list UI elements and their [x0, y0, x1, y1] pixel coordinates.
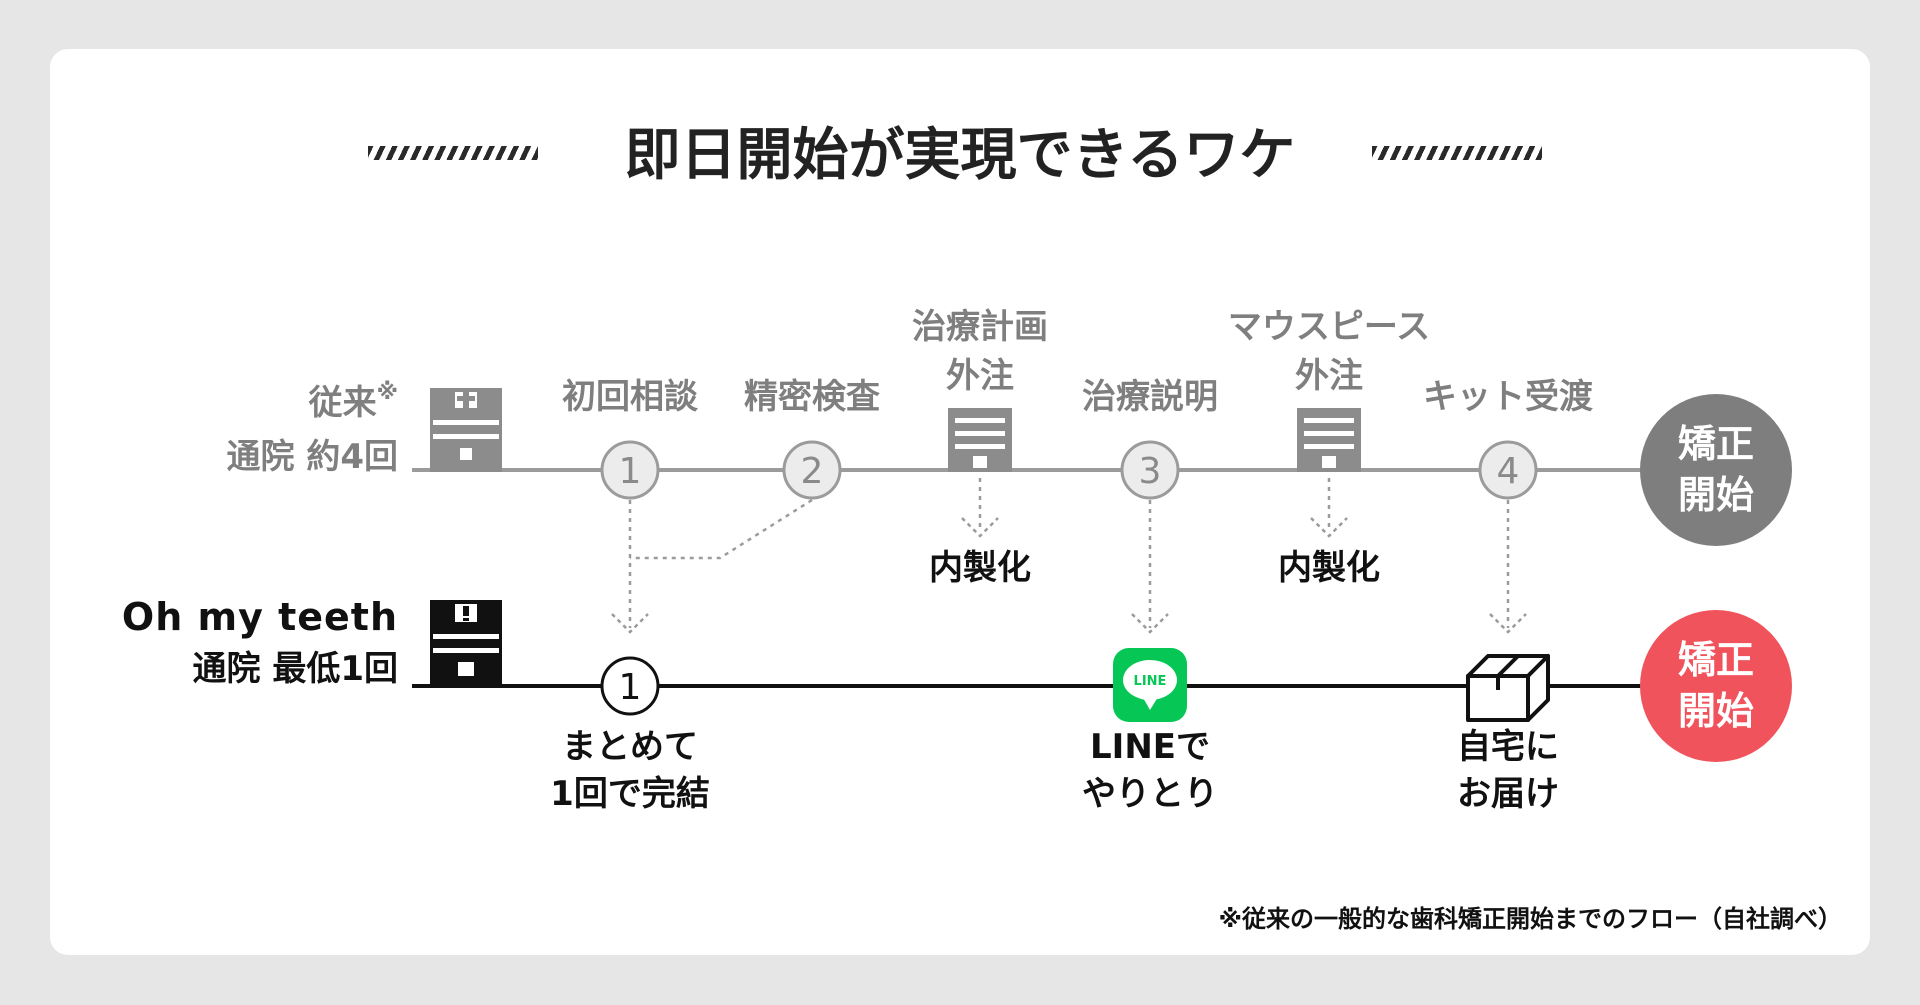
step-circle-4: 4 [1478, 440, 1538, 500]
step-label-detailed-exam: 精密検査 [744, 377, 880, 417]
treatment-start-red-line2: 開始 [1677, 689, 1755, 733]
conventional-label-line2: 通院 約4回 [226, 437, 399, 477]
delivery-box-icon [1466, 654, 1550, 722]
brand-name: Oh my teeth [121, 595, 398, 639]
step-number: 1 [619, 451, 642, 492]
footnote: ※従来の一般的な歯科矯正開始までのフロー（自社調べ） [1218, 905, 1842, 933]
clinic-icon [430, 388, 502, 472]
inhouse-label-1: 内製化 [929, 548, 1031, 588]
ohmyteeth-visit-label: 通院 最低1回 [192, 649, 399, 689]
step-circle-1: 1 [600, 440, 660, 500]
caption-all-at-once-line1: まとめて [562, 727, 698, 767]
step-number: 4 [1497, 451, 1520, 492]
treatment-start-red-line1: 矯正 [1677, 638, 1755, 682]
caption-line-line2: やりとり [1082, 774, 1218, 814]
card [50, 49, 1870, 955]
step-circle-3: 3 [1120, 440, 1180, 500]
inhouse-label-2: 内製化 [1278, 548, 1380, 588]
step-number: 3 [1139, 451, 1162, 492]
step-label-mouthpiece: マウスピース [1227, 307, 1431, 347]
treatment-start-gray-line1: 矯正 [1677, 422, 1755, 466]
page-title: 即日開始が実現できるワケ [624, 123, 1296, 188]
line-app-icon: LINE [1113, 648, 1187, 722]
caption-all-at-once-line2: 1回で完結 [550, 774, 710, 814]
step-number: 2 [801, 451, 824, 492]
svg-text:LINE: LINE [1134, 674, 1167, 689]
conventional-label-line1: 従来※ [308, 380, 398, 423]
step-label-treatment-explanation: 治療説明 [1082, 377, 1218, 417]
caption-home-delivery-line1: 自宅に [1457, 727, 1559, 767]
title-decoration-right [1372, 146, 1542, 160]
arrow-heads [611, 517, 1527, 634]
dotted-connectors [628, 478, 1510, 628]
visit-number: 1 [619, 667, 642, 708]
treatment-start-circle-red [1640, 610, 1792, 762]
step-label-treatment-plan-outsourced: 外注 [946, 356, 1014, 396]
caption-line-line1: LINEで [1090, 727, 1210, 767]
step-label-initial-consultation: 初回相談 [562, 377, 698, 417]
caption-home-delivery-line2: お届け [1457, 774, 1559, 814]
title-decoration-left [368, 146, 538, 160]
step-label-mouthpiece-outsourced: 外注 [1295, 356, 1363, 396]
treatment-start-gray-line2: 開始 [1677, 473, 1755, 517]
ohmyteeth-clinic-icon [430, 600, 502, 688]
step-circle-2: 2 [782, 440, 842, 500]
step-label-treatment-plan: 治療計画 [912, 307, 1048, 347]
treatment-start-circle-gray [1640, 394, 1792, 546]
outsource-building-icon [1297, 408, 1361, 472]
step-label-kit-handover: キット受渡 [1423, 377, 1593, 417]
visit-circle-1: 1 [600, 656, 660, 716]
outsource-building-icon [948, 408, 1012, 472]
